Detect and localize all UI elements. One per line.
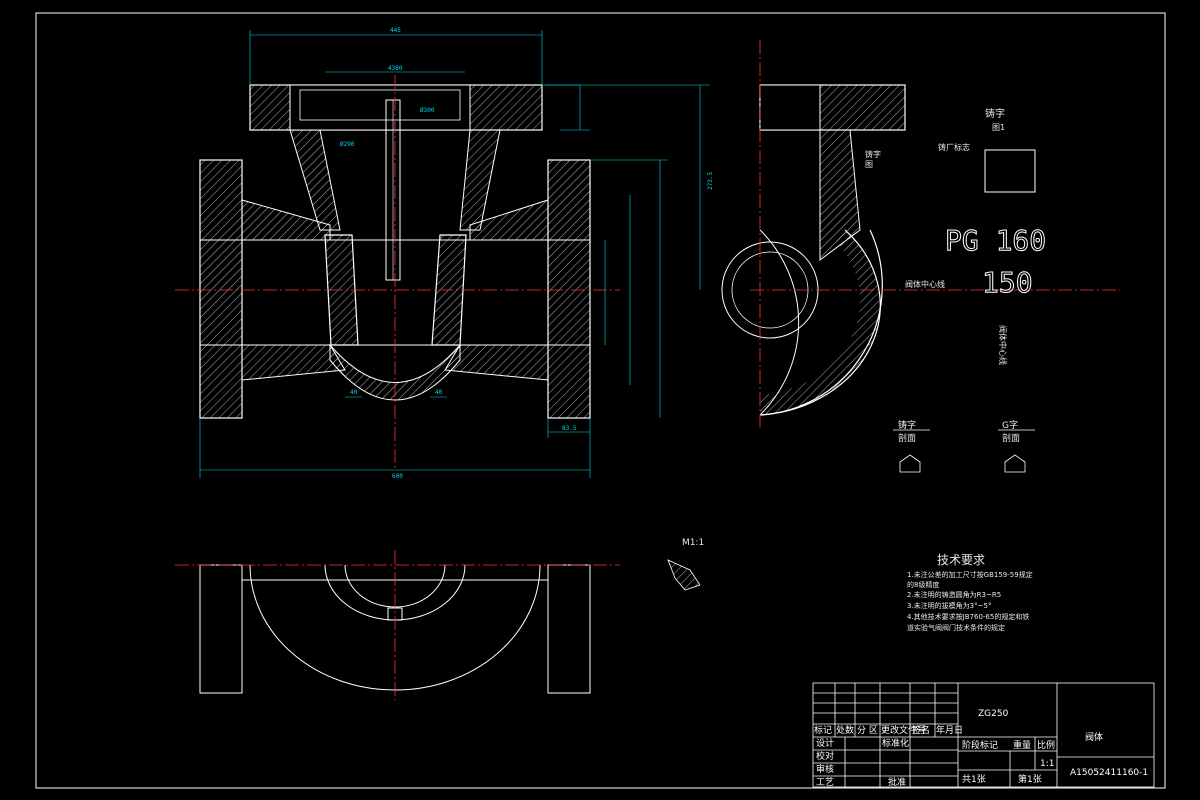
tb-header-mark: 标记 <box>814 724 832 736</box>
dim-445: 445 <box>390 27 401 34</box>
tb-header-change: 更改文件号 <box>881 724 926 736</box>
factory-mark-box <box>984 149 1036 193</box>
label-section-g-sub: 剖面 <box>1002 432 1020 444</box>
detail-m-view <box>667 559 701 591</box>
label-section-g: G字 <box>1002 419 1018 431</box>
tech-req-line-3: 2.未注明的铸造圆角为R3~R5 <box>907 590 1001 599</box>
title-ratio: 比例 <box>1037 739 1055 751</box>
tech-req-line-4: 3.未注明的拔模角为3°~5° <box>907 601 991 610</box>
tb-proofread: 校对 <box>816 750 834 762</box>
section-details <box>893 429 1035 473</box>
side-section-view <box>721 40 1120 430</box>
label-cast-char-2: 铸字 <box>865 149 881 159</box>
title-part-name: 阀体 <box>1085 731 1103 743</box>
label-cast-char: 铸字 <box>985 107 1005 120</box>
tech-req-title: 技术要求 <box>937 553 985 567</box>
dim-380: 4380 <box>388 65 403 72</box>
tech-req-line-2: 的8级精度 <box>907 580 939 589</box>
tech-req-line-1: 1.未注公差的加工尺寸按GB159-59规定 <box>907 570 1033 579</box>
title-sheet-index: 第1张 <box>1018 773 1042 785</box>
front-dimensions <box>199 30 710 478</box>
label-view1: 图1 <box>992 123 1005 132</box>
title-material: ZG250 <box>978 709 1009 719</box>
title-sheet-total: 共1张 <box>962 774 986 785</box>
label-pg160: PG 160 <box>945 224 1046 257</box>
title-weight: 重量 <box>1013 739 1031 751</box>
dim-83: 83.5 <box>562 425 577 432</box>
dim-600: 600 <box>392 473 403 480</box>
front-section-view <box>175 75 620 470</box>
tb-header-date: 年月日 <box>936 724 963 736</box>
title-scale: 1:1 <box>1040 759 1054 769</box>
tb-design: 设计 <box>816 737 834 749</box>
tb-approve: 批准 <box>888 776 906 788</box>
title-drawing-number: A15052411160-1 <box>1070 768 1148 778</box>
tb-process: 工艺 <box>816 777 834 788</box>
sheet-border <box>35 12 1166 789</box>
tb-standardize: 标准化 <box>882 737 909 749</box>
label-section-cast: 铸字 <box>898 419 916 431</box>
tb-review: 审核 <box>816 763 834 775</box>
label-detail-m: M1:1 <box>682 538 704 548</box>
tb-header-zone: 分 区 <box>857 725 878 736</box>
bottom-view <box>175 550 620 700</box>
label-center-line: 阀体中心线 <box>905 279 945 289</box>
label-view2: 图 <box>865 160 873 169</box>
label-factory-mark: 铸厂标志 <box>938 142 970 152</box>
title-block <box>812 682 1155 788</box>
tb-header-sign: 签名 <box>912 724 930 736</box>
dim-300: Ø300 <box>420 107 435 114</box>
label-150: 150 <box>982 266 1033 299</box>
dim-290: Ø290 <box>340 141 355 148</box>
dim-273: 273.5 <box>707 172 714 190</box>
title-stage-mark: 阶段标记 <box>962 739 998 751</box>
tech-req-line-6: 道实验气阀阀门技术条件的规定 <box>907 623 1005 632</box>
label-center-v: 阀体中心线 <box>998 325 1008 365</box>
tb-header-count: 处数 <box>836 724 854 736</box>
dim-40b: 40 <box>435 389 443 396</box>
tech-req-line-5: 4.其他技术要求按JB760-65的规定和铁 <box>907 612 1029 621</box>
label-section-cast-sub: 剖面 <box>898 432 916 444</box>
dim-40a: 40 <box>350 389 358 396</box>
